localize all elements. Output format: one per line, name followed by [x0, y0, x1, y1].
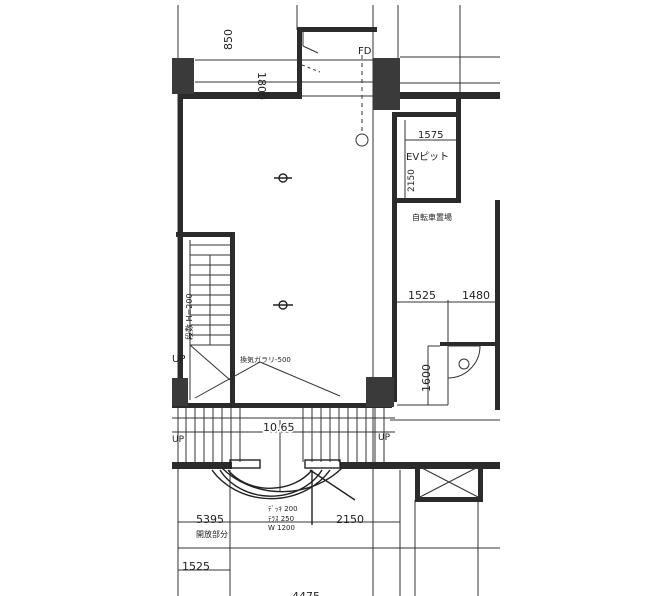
dim-ev-2150: 2150 [407, 169, 417, 192]
entrance-steps [211, 459, 356, 525]
elevator-shaft [419, 466, 479, 498]
dim-1525-bottom: 1525 [182, 560, 210, 573]
level-label: 10.65 [263, 421, 295, 434]
room-title: 自転車置場 [412, 212, 452, 222]
staircase [189, 240, 231, 400]
columns [172, 58, 400, 407]
walls [172, 27, 500, 502]
up-rail-left: UP [172, 435, 185, 445]
dim-1600: 1600 [420, 364, 433, 392]
dim-bottom-partial: 4475 [292, 590, 320, 596]
vent-note: 換気ガラリ-500 [240, 355, 291, 364]
up-rail-right: UP [378, 433, 391, 443]
dim-850: 850 [222, 29, 235, 50]
railing [172, 408, 395, 492]
ev-pit-label: EVピット [406, 151, 449, 163]
dim-1480: 1480 [462, 289, 490, 302]
open-area-label: 開放部分 [196, 529, 228, 539]
fd-label: FD [358, 46, 372, 57]
step-spec-1: ﾃﾞｯｷ 200 [268, 505, 298, 513]
dim-5395: 5395 [196, 513, 224, 526]
stair-note: 段数 H=200 [184, 293, 194, 340]
dim-2150-bottom: 2150 [336, 513, 364, 526]
dim-1525-right: 1525 [408, 289, 436, 302]
up-label: UP [172, 354, 185, 365]
dim-1800: 1800 [255, 72, 268, 100]
ceiling-light-icon [273, 300, 293, 310]
step-spec-2: ﾃﾗｽ 250 [268, 515, 294, 523]
stair-room [301, 32, 373, 147]
dim-1575: 1575 [418, 130, 443, 141]
ceiling-light-icon [274, 173, 292, 183]
vent-lines [194, 361, 341, 399]
door-area [397, 120, 495, 406]
step-spec-3: W 1200 [268, 524, 295, 532]
